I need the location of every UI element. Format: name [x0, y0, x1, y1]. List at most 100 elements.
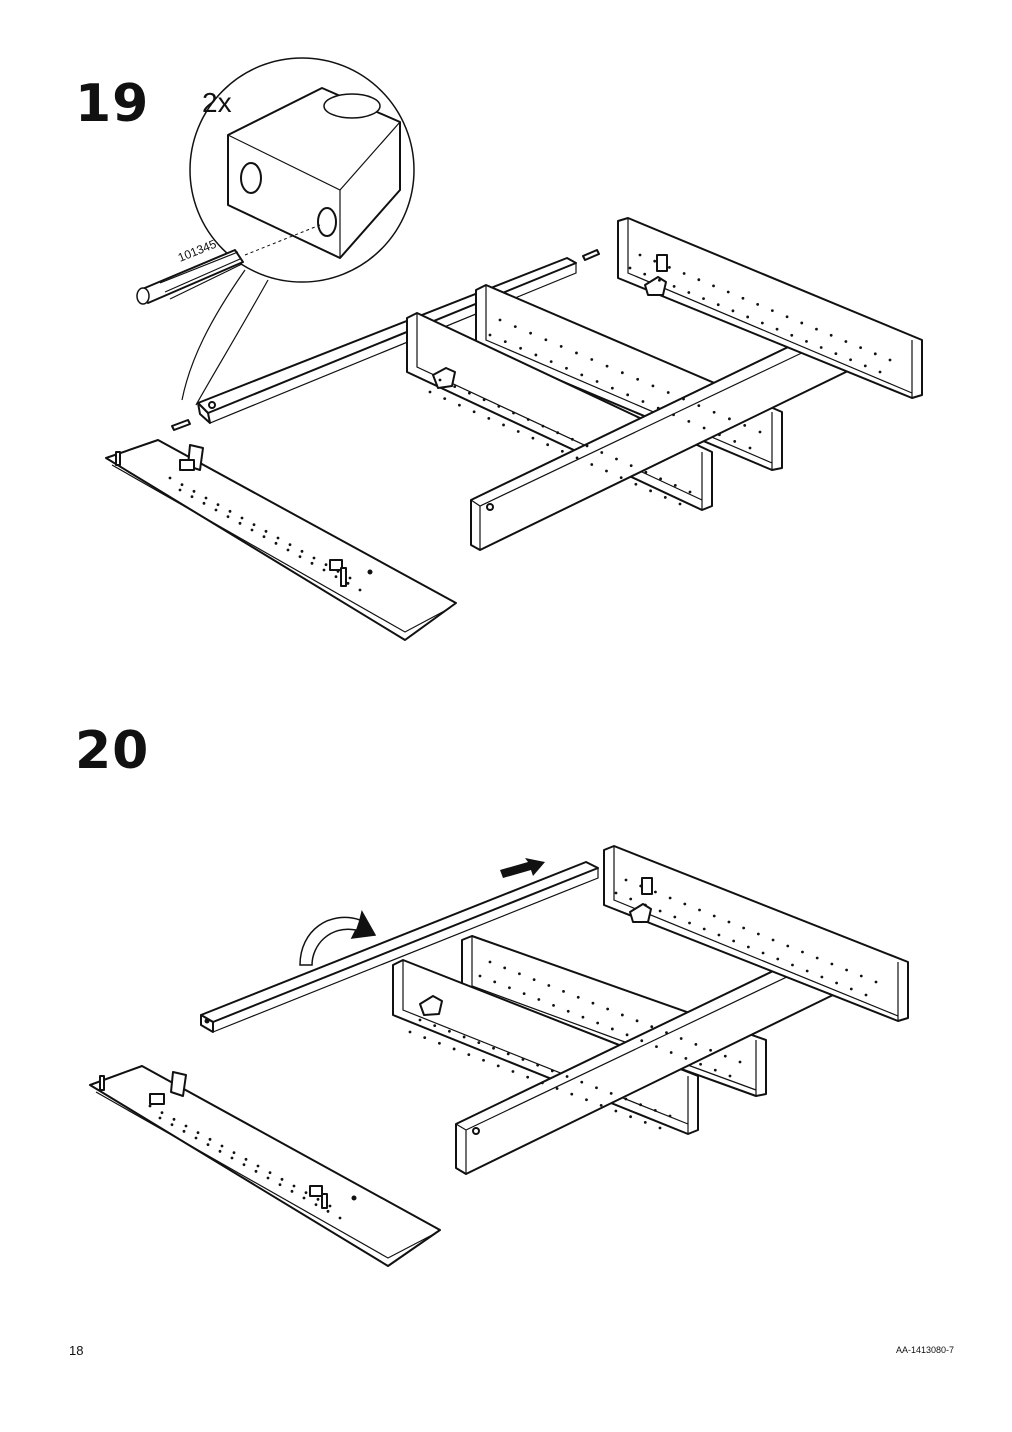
hole-dot	[635, 1019, 639, 1023]
hole-dot	[581, 1015, 585, 1019]
hole-dot	[196, 1131, 200, 1135]
hole-dot	[663, 496, 667, 499]
hole-dot	[226, 515, 230, 519]
hole-dot	[619, 476, 623, 480]
hole-dot	[488, 960, 492, 964]
hole-dot	[358, 588, 362, 592]
hole-dot	[552, 1004, 555, 1007]
hole-dot	[264, 529, 268, 533]
hole-dot	[684, 1056, 688, 1060]
hole-dot	[702, 426, 706, 430]
hole-dot	[242, 1163, 246, 1167]
hole-dot	[544, 338, 548, 342]
hole-dot	[546, 443, 550, 447]
hole-dot	[575, 351, 578, 355]
hole-dot	[230, 1156, 234, 1160]
hole-dot	[158, 1116, 162, 1120]
hole-dot	[668, 1114, 672, 1118]
hole-dot	[556, 431, 560, 435]
hole-dot	[678, 502, 682, 506]
hole-dot	[605, 469, 608, 473]
hole-dot	[658, 278, 661, 282]
hole-dot	[845, 968, 848, 972]
hole-dot	[160, 1111, 164, 1115]
hole-dot	[170, 1123, 174, 1127]
hole-dot	[453, 385, 457, 388]
hole-dot	[878, 370, 882, 374]
hole-dot	[761, 951, 765, 955]
hole-dot	[497, 404, 501, 408]
hole-dot	[590, 358, 594, 361]
hole-dot	[262, 535, 266, 539]
hole-rows	[148, 253, 892, 1220]
hole-dot	[682, 397, 685, 401]
hole-dot	[610, 386, 614, 390]
hole-dot	[194, 1136, 198, 1140]
hole-dot	[208, 1137, 212, 1141]
hole-dot	[338, 1216, 342, 1220]
hole-dot	[683, 902, 687, 906]
hole-dot	[206, 1143, 210, 1147]
hole-dot	[819, 346, 823, 349]
hole-dot	[496, 1064, 500, 1068]
hole-dot	[238, 521, 242, 525]
hole-dot	[688, 921, 691, 925]
hole-dot	[873, 352, 877, 356]
hole-dot	[522, 992, 526, 996]
hole-dot	[438, 378, 442, 382]
hole-dot	[756, 303, 760, 306]
hole-dot	[526, 1075, 530, 1079]
hole-dot	[595, 1086, 598, 1090]
hole-dot	[712, 284, 715, 288]
hole-dot	[651, 384, 655, 388]
hole-dot	[620, 1013, 624, 1017]
hole-dot	[636, 377, 640, 381]
hole-dot	[805, 340, 808, 343]
hole-dot	[624, 1097, 628, 1101]
hole-dot	[682, 272, 686, 275]
hole-dot	[600, 451, 604, 454]
hole-dot	[658, 909, 662, 913]
hole-dot	[280, 1177, 284, 1181]
step-20-illustration	[89, 845, 909, 1267]
hole-dot	[672, 413, 675, 417]
hole-dot	[656, 406, 660, 410]
hole-dot	[654, 890, 657, 894]
hole-dot	[727, 920, 731, 924]
hole-dot	[728, 1074, 732, 1078]
hole-dot	[626, 393, 630, 397]
hole-dot	[702, 927, 706, 931]
side-rail-right	[617, 217, 923, 399]
hole-dot	[640, 1039, 644, 1043]
hole-dot	[322, 568, 326, 572]
hole-dot	[518, 972, 521, 976]
hole-dot	[609, 1092, 613, 1095]
hole-dot	[214, 508, 218, 512]
hole-dot	[482, 1058, 485, 1062]
slide-arrow-icon	[500, 858, 545, 878]
hole-dot	[286, 548, 290, 552]
hole-dot	[863, 364, 867, 368]
hole-dot	[800, 321, 804, 325]
hole-dot	[493, 980, 497, 984]
dowel-icon	[136, 224, 321, 305]
hole-dot	[644, 470, 648, 474]
hole-dot	[820, 975, 824, 979]
hole-dot	[458, 403, 461, 407]
hole-dot	[218, 1149, 222, 1153]
hole-dot	[791, 963, 794, 967]
hole-dot	[717, 933, 721, 937]
hole-dot	[513, 325, 517, 328]
hole-dot	[565, 366, 568, 370]
hole-dot	[228, 509, 232, 513]
hole-dot	[666, 391, 670, 394]
hole-dot	[202, 501, 206, 505]
hole-dot	[312, 556, 316, 560]
hole-dot	[716, 303, 720, 307]
hole-dot	[334, 575, 338, 579]
hole-dot	[540, 1081, 544, 1085]
document-code: AA-1413080-7	[896, 1345, 955, 1355]
hole-dot	[606, 1007, 610, 1011]
hole-dot	[614, 1109, 618, 1113]
